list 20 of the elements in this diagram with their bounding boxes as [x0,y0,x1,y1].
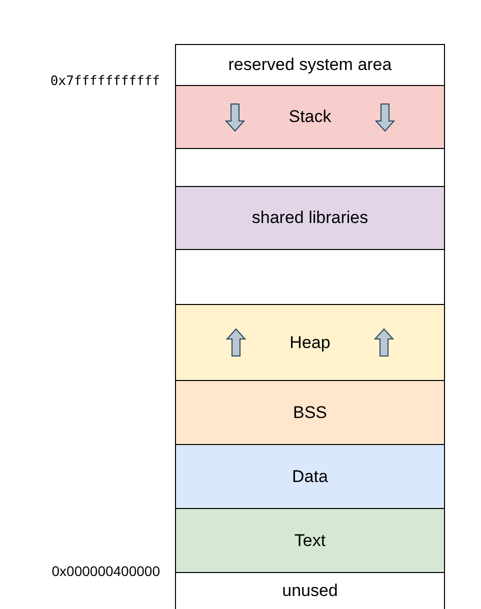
memory-segment [175,572,445,609]
memory-segment [175,85,445,149]
address-label: 0x000000400000 [52,562,160,581]
memory-segment [175,304,445,381]
segment-label: Heap [290,332,330,354]
empty-box [175,249,445,305]
segment-label: Text [294,530,326,552]
memory-segment [175,444,445,509]
segment-label: Data [292,466,328,488]
segment-label: shared libraries [252,207,368,230]
segment-label: reserved system area [228,54,392,76]
memory-segment [175,186,445,250]
empty-box [175,148,445,187]
memory-segment [175,508,445,573]
segment-label: unused [282,580,338,602]
address-label: 0x7fffffffffff [50,73,160,91]
memory-segment [175,44,445,86]
memory-segment [175,380,445,445]
segment-label: BSS [292,402,328,424]
segment-label: Stack [288,106,332,128]
